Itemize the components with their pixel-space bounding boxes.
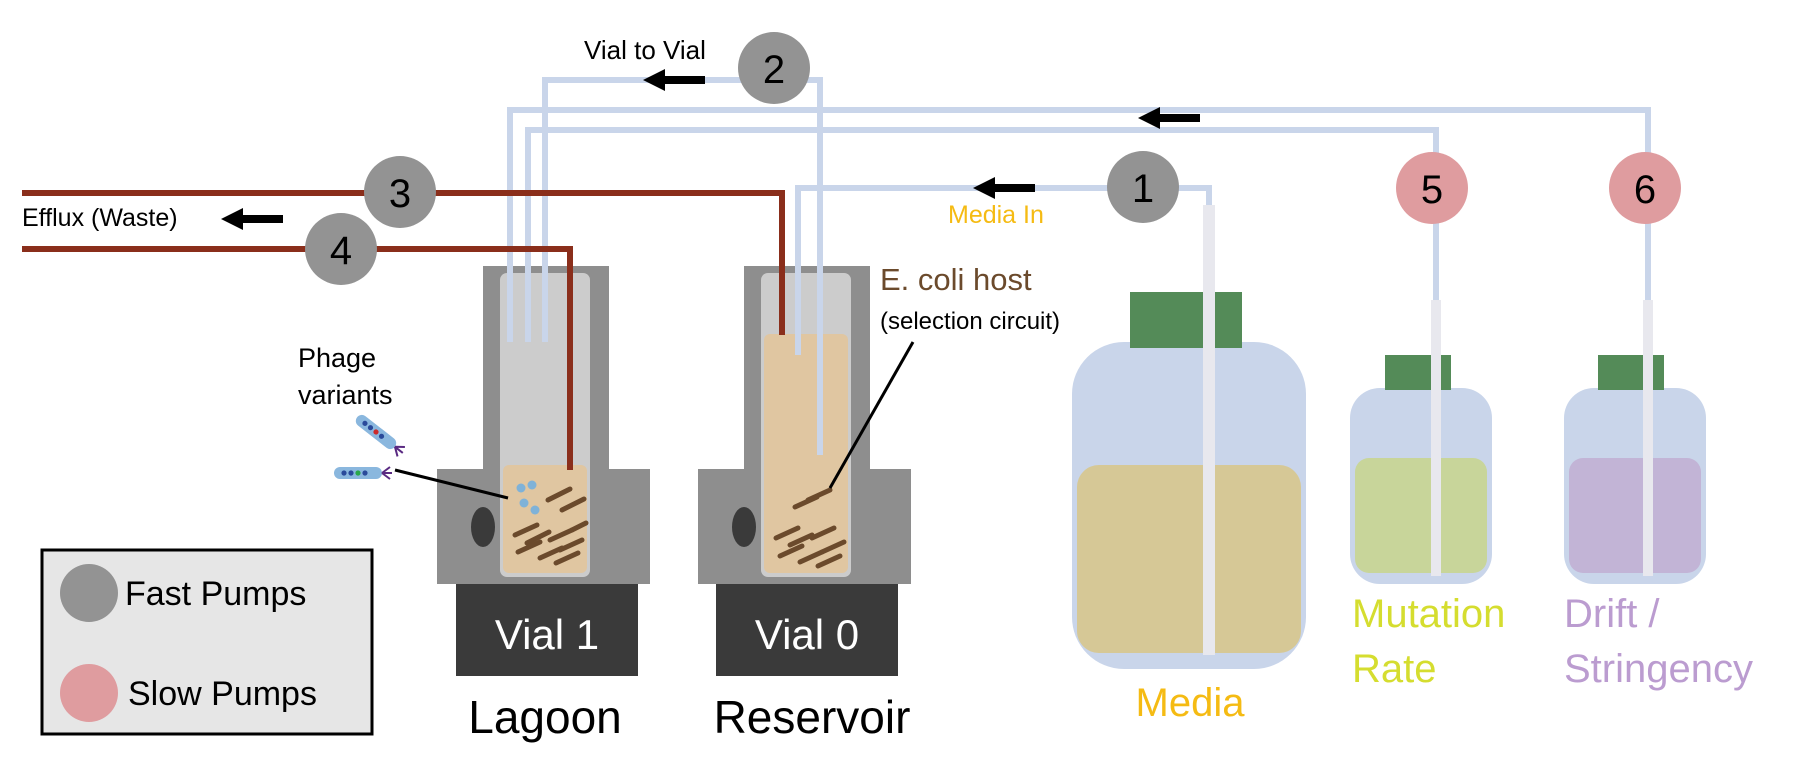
pump-4: 4 [305, 213, 377, 285]
legend: Fast Pumps Slow Pumps [40, 548, 374, 736]
reservoir-label: Reservoir [714, 691, 911, 743]
slow-pump-swatch [60, 664, 118, 722]
lagoon-label: Lagoon [468, 691, 622, 743]
vial-to-vial-arrow [643, 69, 705, 91]
pump-2: 2 [738, 32, 810, 104]
flow-arrows [221, 69, 1200, 230]
drift-bottle [1564, 300, 1706, 584]
drift-bottle-label-2: Stringency [1564, 647, 1753, 691]
media-in-arrow [973, 177, 1035, 199]
lagoon-bacteria [512, 486, 589, 566]
return-line-arrow [1138, 107, 1200, 129]
pump-5-number: 5 [1421, 168, 1443, 212]
phage-icon [355, 414, 405, 457]
pump-1-number: 1 [1132, 167, 1154, 211]
pump-4-number: 4 [330, 229, 352, 273]
vial-to-vial-label: Vial to Vial [584, 35, 706, 65]
phage-icon [334, 466, 392, 480]
efflux-label: Efflux (Waste) [22, 204, 178, 232]
pump-3-number: 3 [389, 172, 411, 216]
phage-variants-label-2: variants [298, 380, 393, 410]
vial-1-base: Vial 1 [456, 584, 638, 676]
vial-0-tag: Vial 0 [755, 611, 859, 658]
media-bottle-label: Media [1136, 681, 1246, 725]
phage-pointer-line [394, 468, 509, 500]
efflux-arrow [221, 208, 283, 230]
lagoon-phage-particles [516, 480, 540, 515]
vial-0-base: Vial 0 [716, 584, 898, 676]
pump-5: 5 [1396, 152, 1468, 224]
media-in-label: Media In [948, 201, 1044, 229]
mutation-bottle [1350, 300, 1492, 584]
reservoir-housing [698, 266, 911, 584]
reservoir-bacteria [773, 487, 847, 569]
pump-6-number: 6 [1634, 168, 1656, 212]
pump-3: 3 [364, 156, 436, 228]
drift-bottle-label-1: Drift / [1564, 592, 1660, 636]
legend-slow-label: Slow Pumps [128, 675, 317, 713]
selection-circuit-label: (selection circuit) [880, 308, 1060, 335]
phage-variants-label-1: Phage [298, 343, 376, 373]
legend-fast-label: Fast Pumps [125, 575, 306, 613]
waste-tubing [22, 190, 785, 470]
mutation-bottle-label-2: Rate [1352, 647, 1437, 691]
pump-1: 1 [1107, 151, 1179, 223]
pump-6: 6 [1609, 152, 1681, 224]
ecoli-host-label: E. coli host [880, 262, 1032, 297]
ecoli-pointer-line [828, 341, 915, 489]
vial-1-tag: Vial 1 [495, 611, 599, 658]
pump-2-number: 2 [763, 48, 785, 92]
media-bottle [1072, 205, 1306, 669]
mutation-bottle-label-1: Mutation [1352, 592, 1505, 636]
fast-pump-swatch [60, 564, 118, 622]
